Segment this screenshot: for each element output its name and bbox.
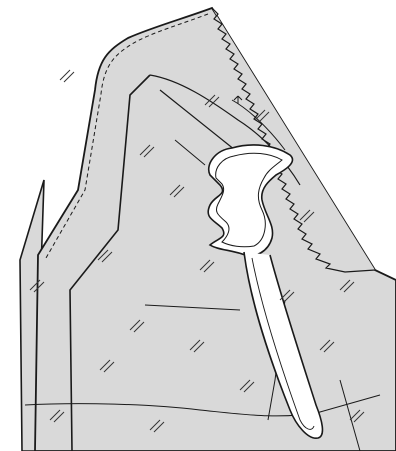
sewing-illustration [0,0,396,451]
